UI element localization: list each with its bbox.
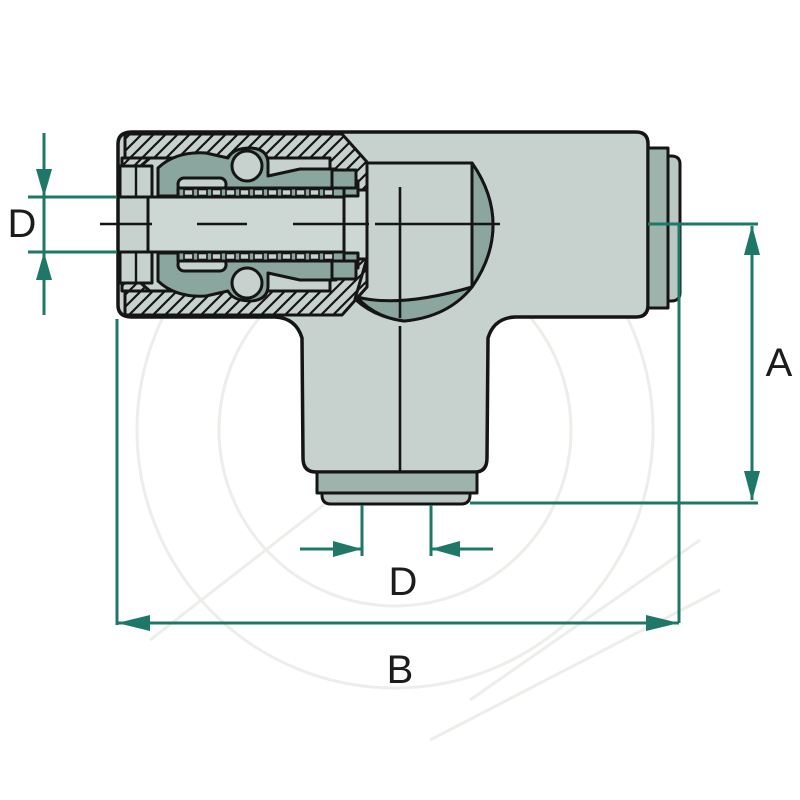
dimension-b bbox=[115, 319, 679, 631]
dim-label-b: B bbox=[387, 648, 414, 692]
arrowhead-left bbox=[117, 615, 150, 631]
arrowhead-down bbox=[36, 169, 52, 197]
collet-cartridge bbox=[118, 146, 360, 199]
arrowhead-right bbox=[646, 615, 679, 631]
arrowhead-up bbox=[36, 252, 52, 280]
arrowhead-down bbox=[744, 471, 760, 501]
bore-cavity bbox=[353, 161, 495, 323]
dim-label-d-left: D bbox=[8, 202, 37, 246]
dimension-d-left bbox=[28, 133, 117, 315]
grip-serrations bbox=[176, 186, 346, 199]
o-ring bbox=[230, 149, 264, 183]
bottom-cap-ring-inner bbox=[315, 470, 479, 495]
right-cap-ring-inner bbox=[646, 146, 670, 310]
dim-label-d-bottom: D bbox=[389, 560, 418, 604]
arrowhead-left bbox=[431, 541, 460, 557]
centerlines bbox=[100, 187, 500, 471]
arrowhead-up bbox=[744, 225, 760, 255]
dim-label-a: A bbox=[766, 341, 793, 385]
bottom-cap-ring-outer bbox=[320, 491, 472, 506]
grip-block bbox=[330, 168, 358, 190]
dimension-a bbox=[470, 222, 760, 623]
arrowhead-right bbox=[333, 541, 362, 557]
dimension-d-bottom bbox=[300, 505, 493, 557]
